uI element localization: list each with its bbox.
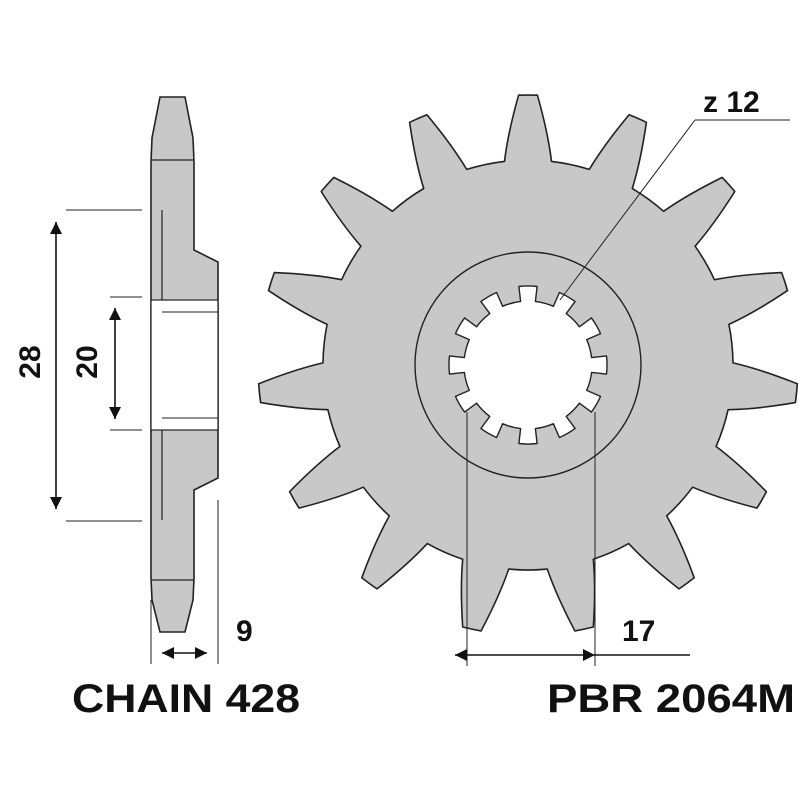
part-number-label: PBR 2064M	[547, 677, 795, 721]
thickness-dimension-label: 9	[236, 615, 253, 648]
leader-line	[559, 119, 696, 301]
front-view	[257, 94, 799, 632]
bore-section	[150, 299, 219, 431]
inner-dimension-label: 20	[71, 345, 104, 378]
side-view	[150, 96, 219, 633]
outer-dimension-label: 28	[14, 345, 47, 378]
teeth-count-label: z 12	[703, 86, 760, 119]
bore-dimension-label: 17	[622, 615, 655, 648]
dimension-9: 9	[150, 500, 253, 664]
dimension-17: 17	[455, 412, 690, 666]
dimension-20: 20	[71, 296, 142, 431]
teeth-count-callout: z 12	[559, 86, 790, 301]
hub-circle	[414, 251, 642, 479]
chain-size-label: CHAIN 428	[72, 677, 300, 721]
spline-bore	[448, 285, 608, 445]
dimension-28: 28	[14, 209, 142, 522]
